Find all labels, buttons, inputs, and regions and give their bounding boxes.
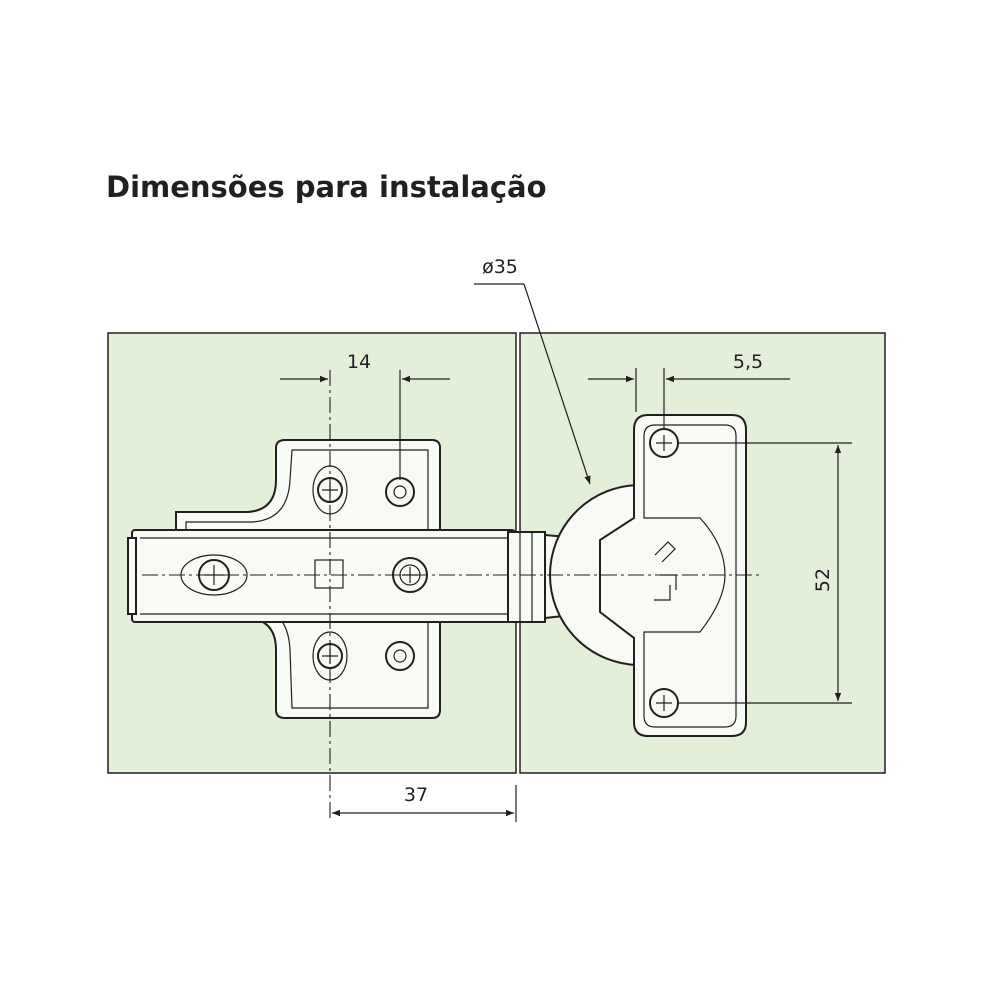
- hinge-arm: [127, 529, 516, 623]
- dimension-5-5: 5,5: [588, 351, 790, 430]
- dimension-14: 14: [280, 351, 450, 383]
- dimension-label-14: 14: [347, 351, 371, 373]
- dimension-37: 37: [332, 784, 517, 822]
- dimension-35-leader: ø35: [474, 256, 591, 485]
- arm-square-slot: [314, 559, 344, 589]
- page-title: Dimensões para instalação: [106, 170, 547, 204]
- dimension-label-5-5: 5,5: [733, 351, 763, 373]
- dimension-label-35: ø35: [482, 256, 518, 278]
- plate-hole-bottom-right: [385, 641, 415, 671]
- door-plate: [599, 414, 747, 737]
- dimension-label-52: 52: [812, 568, 834, 592]
- dimension-52: 52: [678, 442, 852, 704]
- dimension-label-37: 37: [404, 784, 428, 806]
